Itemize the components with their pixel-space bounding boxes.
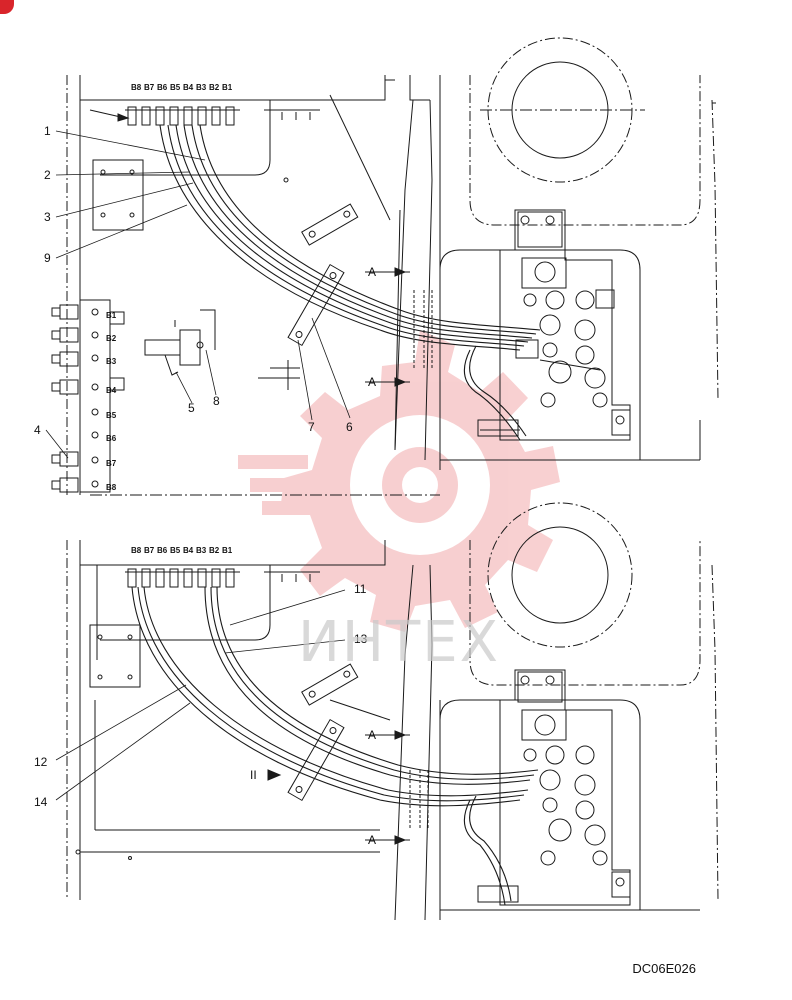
manifold-port-labels: B1 B2 B3 B4 B5 B6 B7 B8 bbox=[106, 311, 117, 492]
watermark-gear-logo bbox=[238, 330, 560, 632]
manifold-label-b6: B6 bbox=[106, 434, 117, 443]
callout-9: 9 bbox=[44, 251, 51, 265]
top-control-valve bbox=[413, 209, 631, 441]
manifold-label-b2: B2 bbox=[106, 334, 117, 343]
port-label-b2: B2 bbox=[209, 546, 220, 555]
port-label-b6: B6 bbox=[157, 546, 168, 555]
callout-11: 11 bbox=[354, 582, 367, 596]
bottom-control-valve bbox=[477, 669, 631, 906]
callout-6: 6 bbox=[346, 420, 353, 434]
port-label-b1: B1 bbox=[222, 546, 233, 555]
section-markers: A A A A II bbox=[250, 265, 376, 847]
port-label-b4: B4 bbox=[183, 546, 194, 555]
manifold-label-b4: B4 bbox=[106, 386, 117, 395]
port-label-b7: B7 bbox=[144, 83, 155, 92]
port-label-b8: B8 bbox=[131, 546, 142, 555]
callout-7: 7 bbox=[308, 420, 315, 434]
top-port-labels: B8 B7 B6 B5 B4 B3 B2 B1 bbox=[131, 83, 233, 92]
callout-4: 4 bbox=[34, 423, 41, 437]
port-label-b7: B7 bbox=[144, 546, 155, 555]
section-marker-a: A bbox=[368, 265, 376, 279]
callouts-bottom: 11 13 12 14 bbox=[34, 582, 368, 809]
watermark-text: ИНТЕХ bbox=[298, 610, 500, 675]
manifold-label-b5: B5 bbox=[106, 411, 117, 420]
port-label-b3: B3 bbox=[196, 546, 207, 555]
port-label-b3: B3 bbox=[196, 83, 207, 92]
top-hose-bundle bbox=[159, 124, 601, 441]
manifold-label-b1: B1 bbox=[106, 311, 117, 320]
section-arrows bbox=[89, 109, 407, 845]
port-label-b5: B5 bbox=[170, 83, 181, 92]
callout-12: 12 bbox=[34, 755, 48, 769]
port-label-b2: B2 bbox=[209, 83, 220, 92]
bottom-port-labels: B8 B7 B6 B5 B4 B3 B2 B1 bbox=[131, 546, 233, 555]
callout-2: 2 bbox=[44, 168, 51, 182]
tee-fitting-item-5-8 bbox=[144, 309, 216, 376]
callout-13: 13 bbox=[354, 632, 368, 646]
drawing-id: DC06E026 bbox=[632, 961, 696, 976]
manifold-block-item-4 bbox=[51, 299, 125, 493]
callout-3: 3 bbox=[44, 210, 51, 224]
port-label-b8: B8 bbox=[131, 83, 142, 92]
bottom-port-bank bbox=[125, 568, 320, 588]
port-label-b5: B5 bbox=[170, 546, 181, 555]
leader-lines bbox=[45, 130, 351, 801]
manifold-label-b8: B8 bbox=[106, 483, 117, 492]
bottom-frame bbox=[66, 502, 719, 921]
port-label-b6: B6 bbox=[157, 83, 168, 92]
corner-marker bbox=[0, 0, 14, 14]
top-port-bank bbox=[125, 106, 320, 126]
port-label-b4: B4 bbox=[183, 83, 194, 92]
top-clamp bbox=[287, 263, 345, 347]
manifold-fittings bbox=[51, 304, 99, 493]
bottom-clamp bbox=[287, 718, 429, 830]
port-label-b1: B1 bbox=[222, 83, 233, 92]
callouts-top: 1 2 3 9 4 5 8 7 6 bbox=[34, 124, 353, 437]
callout-14: 14 bbox=[34, 795, 48, 809]
callout-1: 1 bbox=[44, 124, 51, 138]
section-marker-a: A bbox=[368, 375, 376, 389]
section-marker-a: A bbox=[368, 833, 376, 847]
manifold-label-b7: B7 bbox=[106, 459, 117, 468]
section-marker-a: A bbox=[368, 728, 376, 742]
callout-8: 8 bbox=[213, 394, 220, 408]
arrow-marker-ii: II bbox=[250, 768, 257, 782]
manifold-label-b3: B3 bbox=[106, 357, 117, 366]
callout-5: 5 bbox=[188, 401, 195, 415]
